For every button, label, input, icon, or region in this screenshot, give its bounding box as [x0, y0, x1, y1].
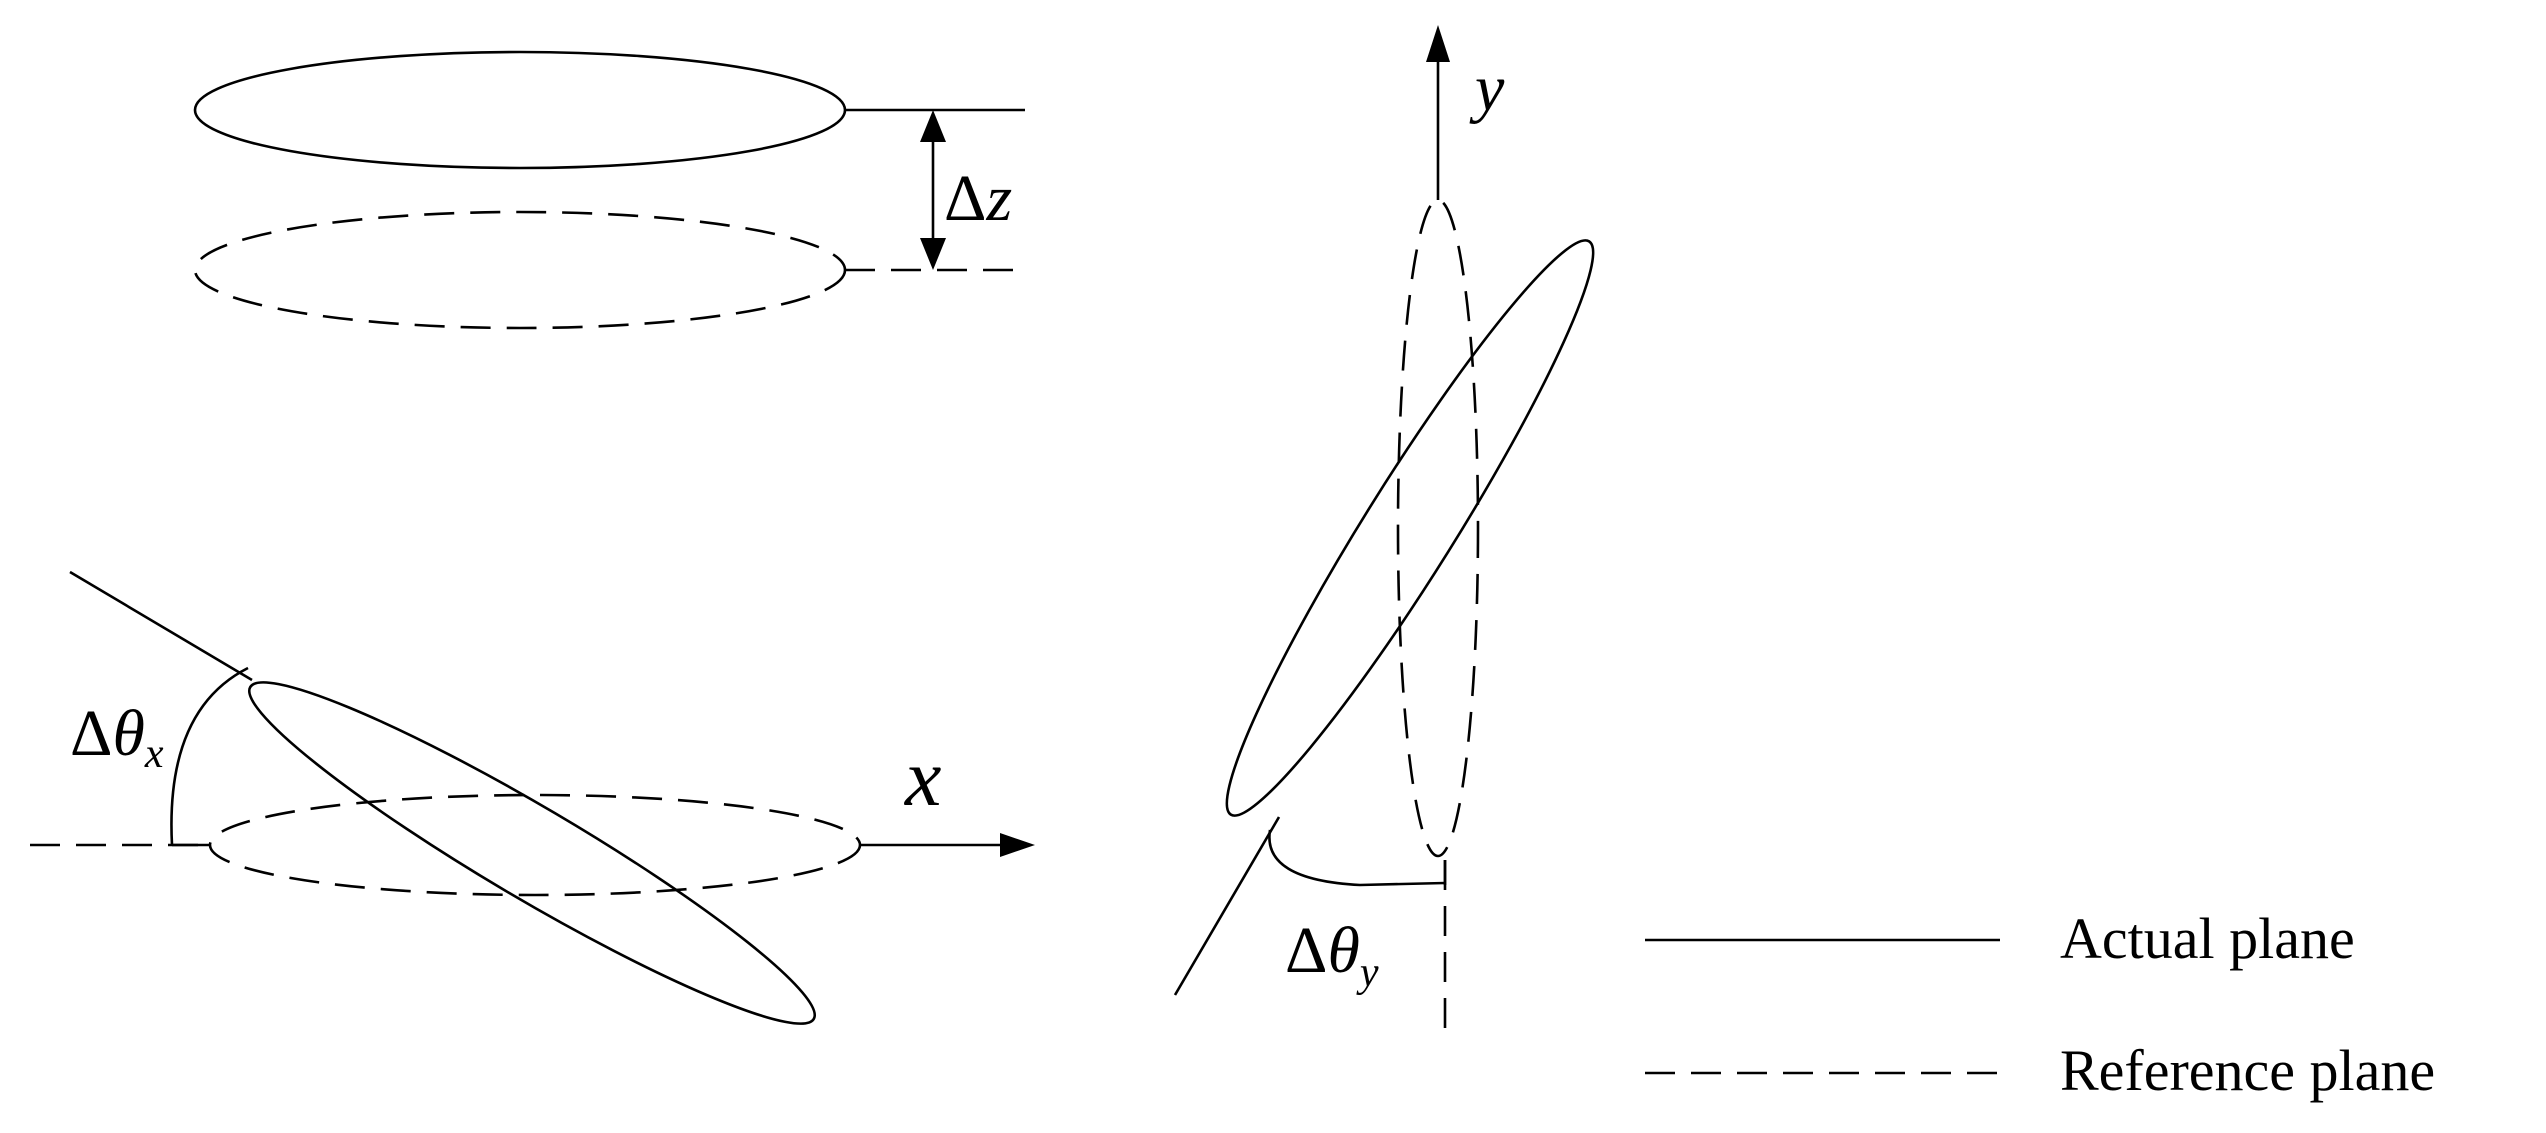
- actual-plane-tilt-line-y: [1173, 816, 1281, 996]
- legend-reference-label: Reference plane: [2060, 1038, 2435, 1103]
- actual-plane-ellipse-tilted-y: [1225, 239, 1595, 817]
- delta-theta-x-theta: θ: [112, 697, 144, 770]
- reference-plane-ellipse-top: [193, 210, 847, 330]
- delta-theta-y-panel: y Δθy: [1173, 25, 1595, 1030]
- delta-theta-x-label: Δθx: [70, 697, 164, 777]
- delta-theta-x-subscript: x: [144, 731, 164, 777]
- legend: Actual plane Reference plane: [1645, 906, 2435, 1103]
- delta-theta-x-panel: x Δθx: [30, 570, 1035, 1025]
- delta-theta-x-angle-arc: [170, 666, 249, 846]
- y-axis-arrowhead: [1426, 25, 1450, 62]
- x-axis-label: x: [904, 732, 941, 823]
- actual-plane-ellipse-tilted-x: [247, 681, 817, 1025]
- legend-actual-label: Actual plane: [2060, 906, 2355, 971]
- delta-z-arrow-up: [920, 110, 946, 142]
- actual-plane-tilt-line-x: [69, 570, 253, 682]
- delta-z-z: z: [985, 162, 1012, 235]
- reference-plane-ellipse-y: [1396, 198, 1480, 858]
- delta-theta-y-subscript: y: [1356, 950, 1379, 996]
- delta-theta-y-theta: θ: [1327, 914, 1359, 987]
- x-axis-arrowhead: [1000, 833, 1035, 857]
- reference-plane-ellipse-x: [208, 793, 862, 897]
- delta-theta-x-delta: Δ: [70, 697, 112, 770]
- delta-theta-y-angle-arc: [1268, 829, 1446, 887]
- delta-z-panel: Δz: [193, 50, 1025, 330]
- delta-z-label: Δz: [944, 162, 1012, 235]
- delta-z-delta: Δ: [944, 162, 986, 235]
- actual-plane-ellipse-top: [193, 50, 847, 170]
- delta-theta-y-label: Δθy: [1285, 914, 1379, 996]
- y-axis-label: y: [1469, 52, 1505, 125]
- delta-theta-y-delta: Δ: [1285, 914, 1327, 987]
- delta-z-arrow-down: [920, 238, 946, 270]
